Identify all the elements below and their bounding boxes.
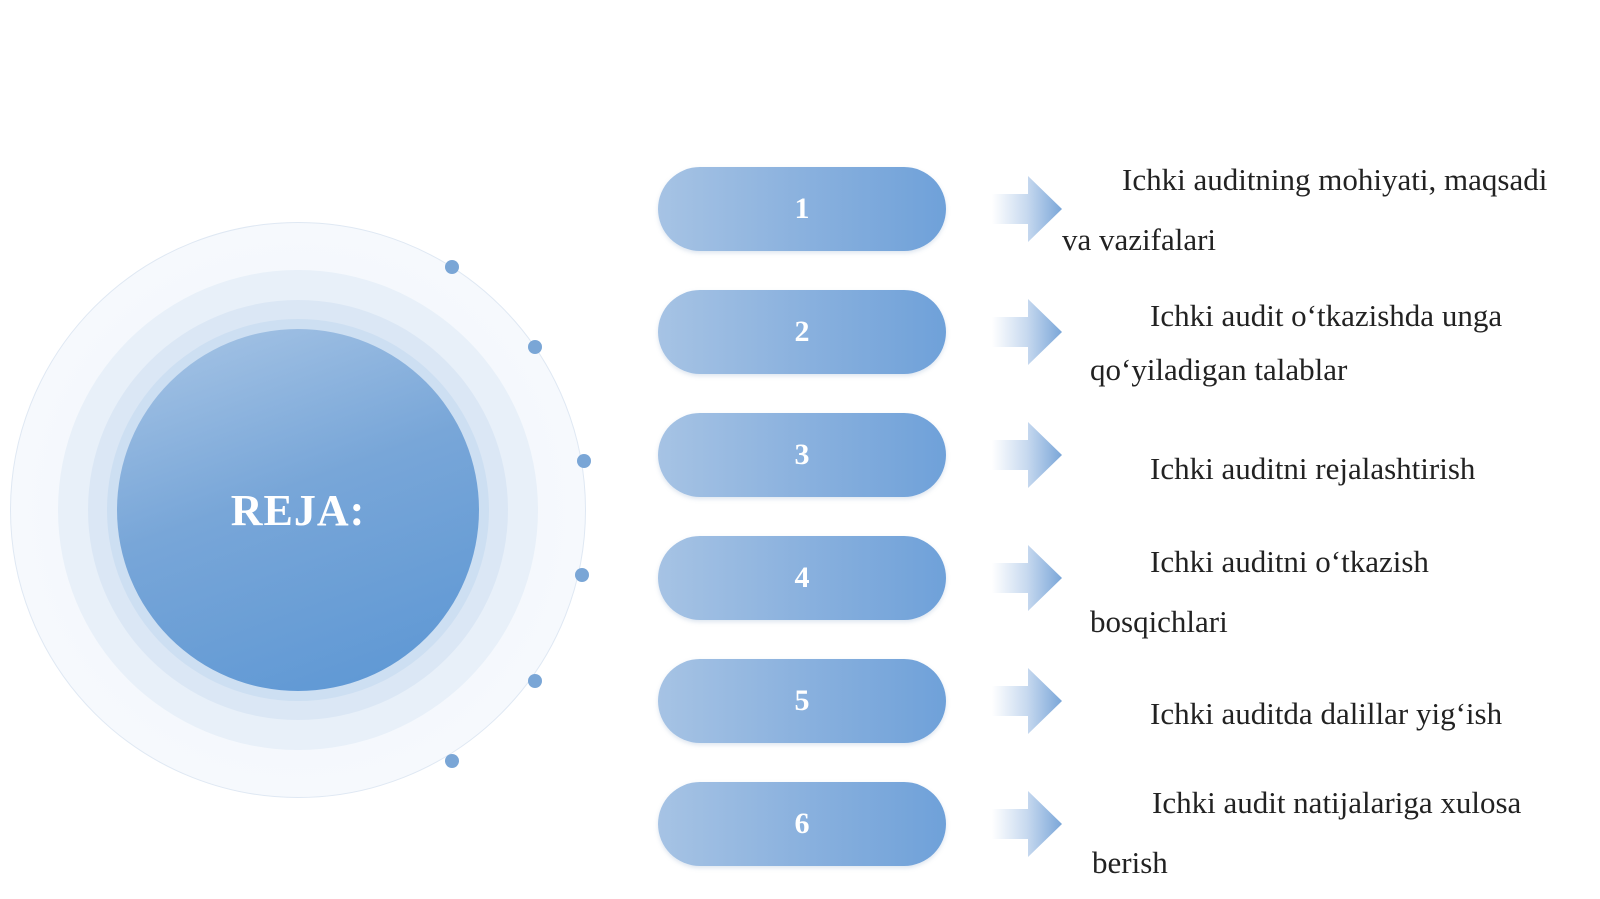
- plan-title: REJA:: [230, 485, 366, 535]
- item-text-2-line1: Ichki audit o‘tkazishda unga: [1150, 298, 1503, 333]
- item-pill-5: 5: [658, 659, 946, 743]
- arrow-right-icon: [992, 422, 1062, 488]
- item-text-3-line1: Ichki auditni rejalashtirish: [1150, 451, 1476, 486]
- item-pill-3: 3: [658, 413, 946, 497]
- item-pill-1: 1: [658, 167, 946, 251]
- arrow-right-icon: [992, 299, 1062, 365]
- arrow-right-icon: [992, 668, 1062, 734]
- item-number: 1: [794, 192, 810, 225]
- item-number: 4: [794, 561, 810, 594]
- item-pill-4: 4: [658, 536, 946, 620]
- item-text-1-line1: Ichki auditning mohiyati, maqsadi: [1122, 162, 1548, 197]
- item-text-4-line1: Ichki auditni o‘tkazish: [1150, 544, 1429, 579]
- item-number: 5: [794, 684, 810, 717]
- item-text-6-line2: berish: [1092, 845, 1168, 880]
- plan-circle: REJA:: [8, 220, 588, 800]
- item-number: 3: [794, 438, 810, 471]
- item-pill-6: 6: [658, 782, 946, 866]
- item-text-4-line2: bosqichlari: [1090, 604, 1228, 639]
- item-text-5-line1: Ichki auditda dalillar yig‘ish: [1150, 696, 1503, 731]
- item-text-6-line1: Ichki audit natijalariga xulosa: [1152, 785, 1522, 820]
- arrow-right-icon: [992, 545, 1062, 611]
- item-text-1-line2: va vazifalari: [1062, 222, 1217, 257]
- arrow-right-icon: [992, 791, 1062, 857]
- item-number: 2: [794, 315, 810, 348]
- item-pill-2: 2: [658, 290, 946, 374]
- core-circle: REJA:: [117, 329, 479, 691]
- item-text-2-line2: qo‘yiladigan talablar: [1090, 352, 1348, 387]
- arrow-right-icon: [992, 176, 1062, 242]
- item-number: 6: [794, 807, 810, 840]
